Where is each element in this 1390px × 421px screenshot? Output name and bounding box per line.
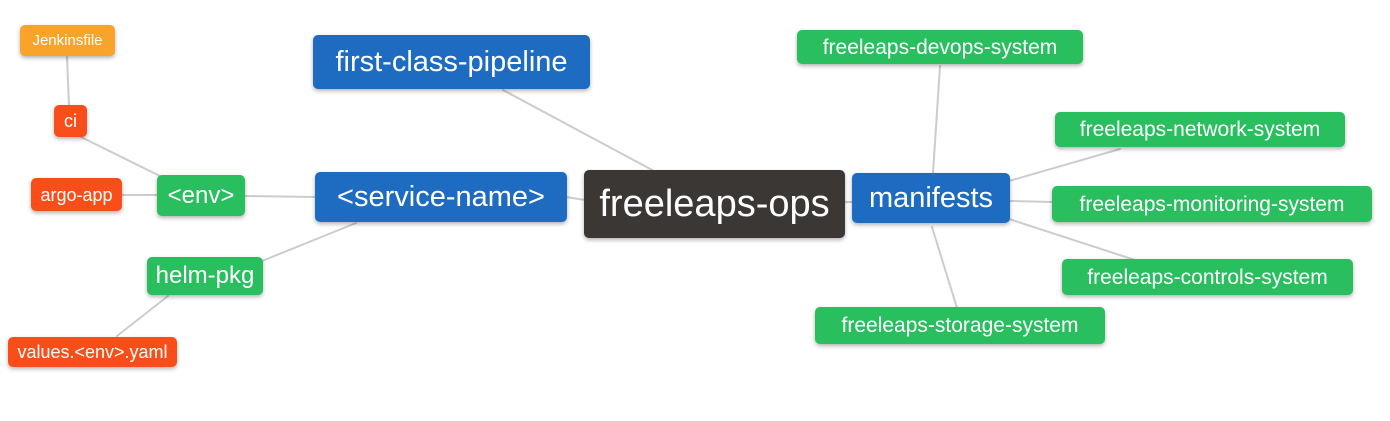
node-values-env-yaml[interactable]: values.<env>.yaml bbox=[8, 337, 177, 367]
edge-ci-env bbox=[78, 135, 169, 181]
edge-manifests-monitoring-system bbox=[1008, 200, 1054, 203]
edge-pipeline-freeleaps-ops bbox=[502, 89, 655, 172]
edge-manifests-devops-system bbox=[932, 65, 941, 174]
node-freeleaps-devops-system[interactable]: freeleaps-devops-system bbox=[797, 30, 1083, 64]
node-first-class-pipeline[interactable]: first-class-pipeline bbox=[313, 35, 590, 89]
node-argo-app[interactable]: argo-app bbox=[31, 178, 122, 211]
node-freeleaps-storage-system[interactable]: freeleaps-storage-system bbox=[815, 307, 1105, 344]
node-helm-pkg[interactable]: helm-pkg bbox=[147, 257, 263, 295]
node-manifests[interactable]: manifests bbox=[852, 173, 1010, 223]
node-service-name[interactable]: <service-name> bbox=[315, 172, 567, 222]
edge-manifests-controls-system bbox=[1008, 218, 1136, 261]
edge-jenkinsfile-ci bbox=[66, 56, 70, 107]
node-jenkinsfile[interactable]: Jenkinsfile bbox=[20, 25, 115, 56]
node-freeleaps-ops-root[interactable]: freeleaps-ops bbox=[584, 170, 845, 238]
node-freeleaps-monitoring-system[interactable]: freeleaps-monitoring-system bbox=[1052, 186, 1372, 222]
node-env[interactable]: <env> bbox=[157, 175, 245, 216]
edge-values-helm-pkg bbox=[116, 295, 169, 337]
node-freeleaps-network-system[interactable]: freeleaps-network-system bbox=[1055, 112, 1345, 147]
edge-manifests-network-system bbox=[1008, 148, 1121, 182]
edge-manifests-storage-system bbox=[931, 226, 958, 309]
node-ci[interactable]: ci bbox=[54, 105, 87, 137]
edge-service-name-freeleaps-ops bbox=[565, 196, 586, 201]
edge-env-service-name bbox=[243, 195, 317, 198]
edge-helm-pkg-service-name bbox=[261, 222, 357, 262]
node-freeleaps-controls-system[interactable]: freeleaps-controls-system bbox=[1062, 259, 1353, 295]
